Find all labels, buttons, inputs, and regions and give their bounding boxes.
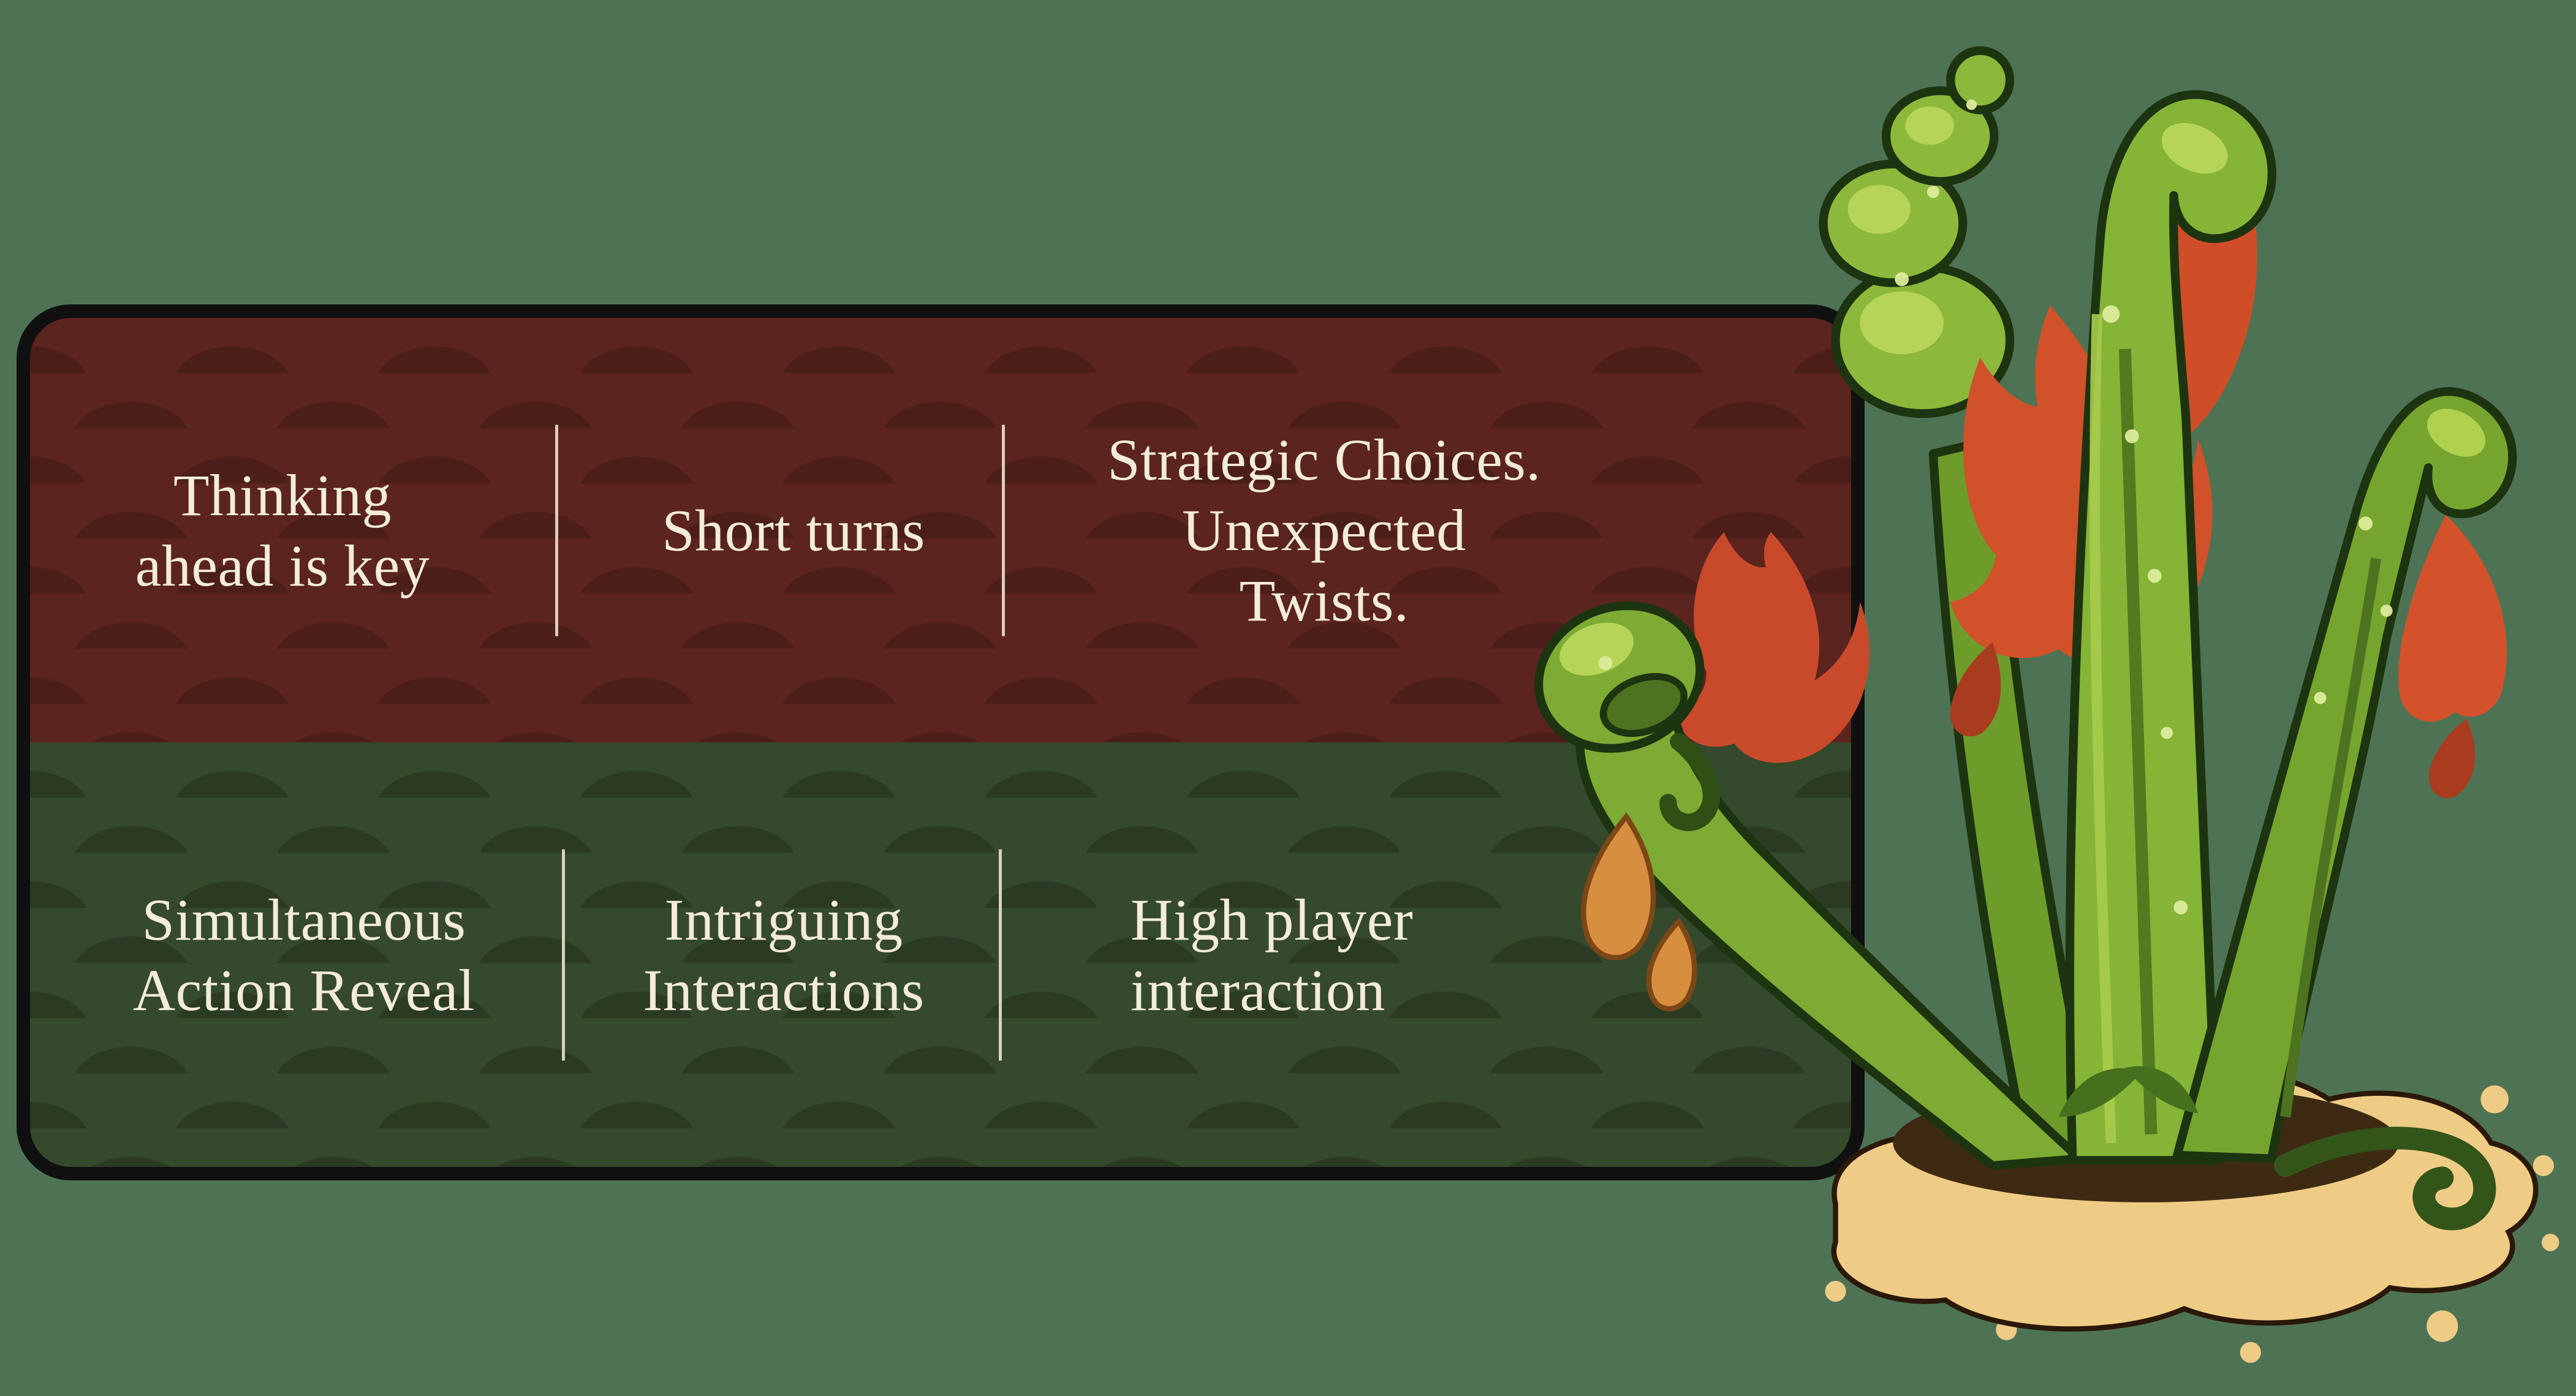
pitcher-left-highlight <box>1559 622 1634 676</box>
feature-text-thinking-ahead: Thinking ahead is key <box>135 462 430 598</box>
pitcher-plant-illustration <box>1534 46 2559 1363</box>
red-flower-right <box>2398 515 2507 722</box>
feature-text-high-player-interaction: High player interaction <box>1131 886 1414 1023</box>
divider <box>555 424 558 636</box>
feature-text-simultaneous-reveal: Simultaneous Action Reveal <box>132 886 475 1023</box>
pitcher-tall-highlight <box>2161 123 2228 174</box>
feature-text-intriguing-interactions: Intriguing Interactions <box>643 886 925 1023</box>
red-drip <box>1950 642 2001 737</box>
bulb-highlights <box>1847 106 1955 355</box>
feature-text-short-turns: Short turns <box>662 497 925 563</box>
leaf-speckles <box>1598 99 2393 915</box>
feature-text-strategic-choices: Strategic Choices. Unexpected Twists. <box>1107 426 1541 634</box>
pitcher-left-curl <box>1659 733 1721 831</box>
pitcher-right <box>2173 387 2517 1163</box>
red-drip-right <box>2429 719 2476 799</box>
divider <box>1002 424 1005 636</box>
pitcher-right-highlight <box>2427 409 2486 457</box>
base-leaves <box>2058 1066 2199 1117</box>
divider <box>999 849 1002 1060</box>
pitcher-right-stripe <box>2280 557 2382 1118</box>
pitcher-tall-edge-light <box>2089 314 2116 1144</box>
orange-blooms <box>1581 812 1697 1011</box>
red-flower-left <box>1675 532 1870 763</box>
pitcher-tall-stripe <box>2118 349 2157 1134</box>
feature-band-green: Simultaneous Action Reveal Intriguing In… <box>30 742 1851 1167</box>
sprout-curl <box>2274 1126 2496 1231</box>
divider <box>562 849 565 1060</box>
